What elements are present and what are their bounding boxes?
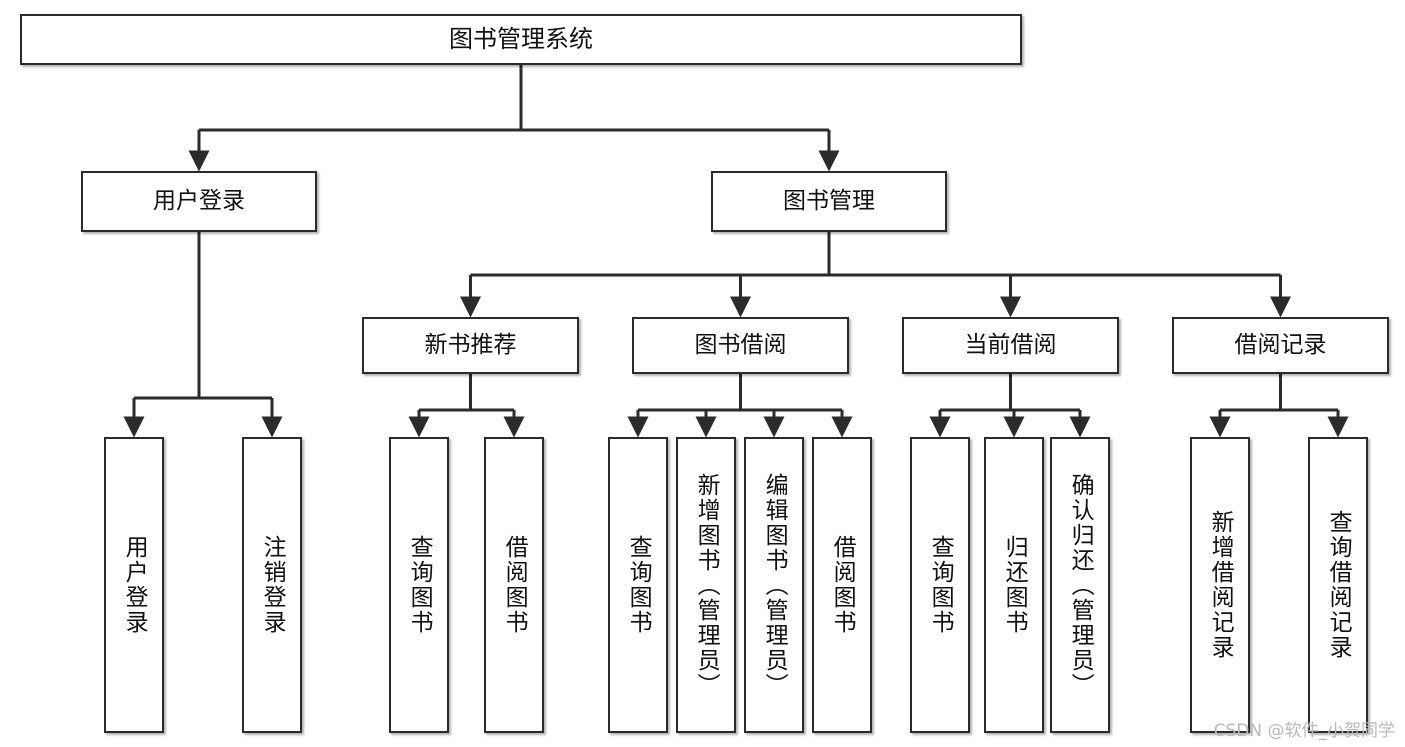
node-label: 图书借阅	[694, 331, 787, 358]
node-leaf-9-归还图书[interactable]: 归还图书	[984, 437, 1044, 733]
node-leaf-0-用户登录[interactable]: 用户登录	[104, 437, 164, 733]
node-label: 图书管理系统	[449, 25, 593, 54]
node-leaf-8-查询图书[interactable]: 查询图书	[910, 437, 970, 733]
node-leaf-7-借阅图书[interactable]: 借阅图书	[812, 437, 872, 733]
node-leaf-5-新增图书管理员[interactable]: 新增图书（管理员）	[676, 437, 736, 733]
node-l2-1-图书管理[interactable]: 图书管理	[711, 171, 947, 232]
node-l3-1-图书借阅[interactable]: 图书借阅	[632, 317, 849, 374]
node-leaf-4-查询图书[interactable]: 查询图书	[608, 437, 668, 733]
node-label: 查询图书	[927, 535, 954, 635]
node-leaf-10-确认归还管理员[interactable]: 确认归还（管理员）	[1050, 437, 1110, 733]
node-leaf-12-查询借阅记录[interactable]: 查询借阅记录	[1308, 437, 1368, 733]
node-leaf-1-注销登录[interactable]: 注销登录	[242, 437, 302, 733]
node-label: 注销登录	[259, 535, 286, 635]
node-label: 新增借阅记录	[1207, 510, 1234, 660]
node-label: 查询图书	[406, 535, 433, 635]
node-root-图书管理系统[interactable]: 图书管理系统	[20, 14, 1022, 65]
node-label: 编辑图书（管理员）	[761, 472, 788, 698]
node-label: 用户登录	[121, 535, 148, 635]
node-label: 归还图书	[1001, 535, 1028, 635]
node-label: 新书推荐	[424, 331, 517, 358]
node-leaf-6-编辑图书管理员[interactable]: 编辑图书（管理员）	[744, 437, 804, 733]
node-label: 图书管理	[783, 187, 875, 214]
node-label: 借阅记录	[1234, 331, 1327, 358]
node-l3-3-借阅记录[interactable]: 借阅记录	[1172, 317, 1389, 374]
watermark-text: CSDN @软件_小贺同学	[1213, 721, 1395, 741]
node-label: 新增图书（管理员）	[693, 472, 720, 698]
node-label: 借阅图书	[829, 535, 856, 635]
node-label: 查询借阅记录	[1325, 510, 1352, 660]
node-label: 当前借阅	[964, 331, 1057, 358]
node-label: 确认归还（管理员）	[1067, 472, 1094, 698]
node-leaf-11-新增借阅记录[interactable]: 新增借阅记录	[1190, 437, 1250, 733]
node-label: 用户登录	[153, 187, 245, 214]
node-l3-2-当前借阅[interactable]: 当前借阅	[902, 317, 1119, 374]
node-label: 借阅图书	[501, 535, 528, 635]
node-leaf-2-查询图书[interactable]: 查询图书	[389, 437, 449, 733]
node-l3-0-新书推荐[interactable]: 新书推荐	[362, 317, 579, 374]
node-l2-0-用户登录[interactable]: 用户登录	[81, 171, 317, 232]
node-label: 查询图书	[625, 535, 652, 635]
node-leaf-3-借阅图书[interactable]: 借阅图书	[484, 437, 544, 733]
